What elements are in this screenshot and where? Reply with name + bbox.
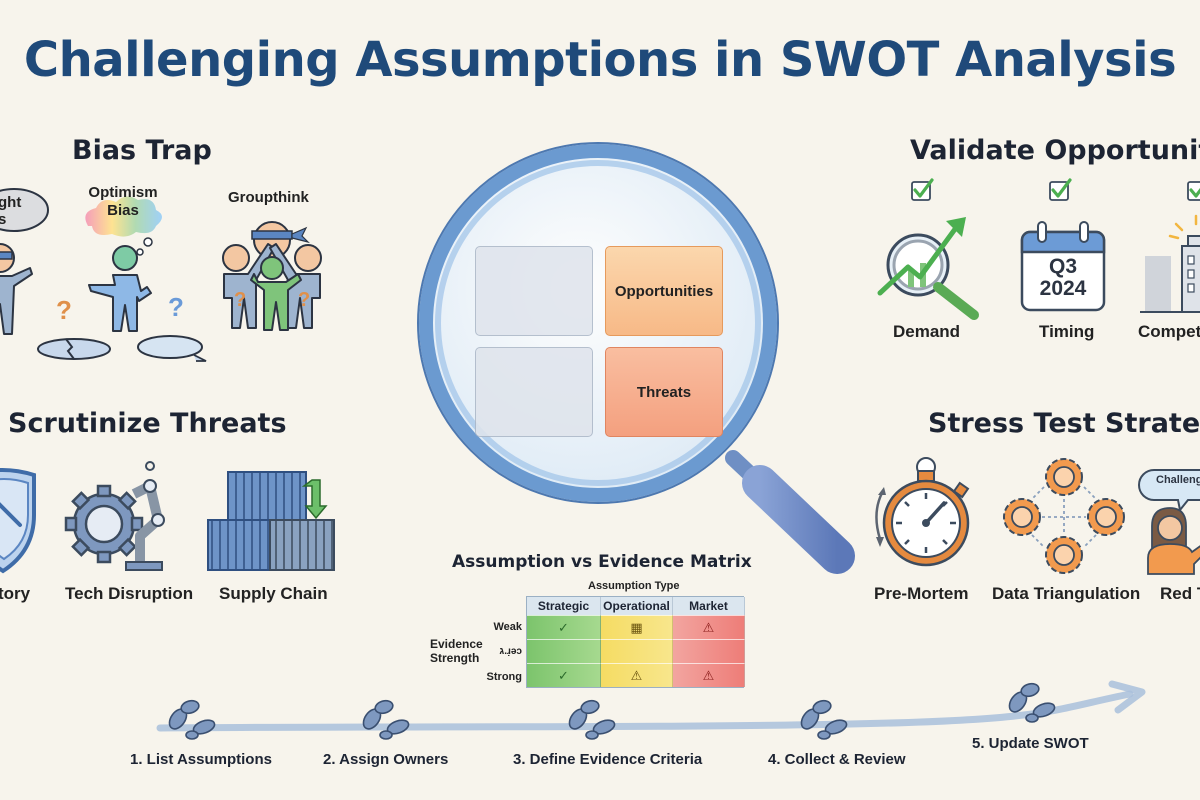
speech-bubble: Challeng [1138, 466, 1200, 515]
check-icon [910, 178, 934, 207]
gears-network-icon [1000, 455, 1130, 580]
hindsight-bias-bubble: ght s [0, 188, 49, 241]
hindsight-bias-label: ght s [0, 194, 22, 228]
step-2-label: 2. Assign Owners [323, 751, 449, 768]
calendar-quarter: Q3 [1048, 255, 1077, 278]
buildings-icon [1140, 214, 1200, 321]
question-mark-icon: ? [168, 292, 184, 322]
check-icon [1048, 178, 1072, 207]
step-5-label: 5. Update SWOT [972, 735, 1089, 752]
matrix-cell [527, 639, 601, 663]
calendar-icon: ▦ [601, 615, 673, 639]
gear-robot-arm-icon [64, 461, 188, 577]
matrix-cell [601, 639, 673, 663]
footprints-icon [359, 698, 422, 750]
bias-trap-title: Bias Trap [72, 135, 212, 166]
stopwatch-icon [872, 455, 972, 575]
step-1-label: 1. List Assumptions [130, 751, 272, 768]
calendar-icon: Q3 2024 [1020, 221, 1106, 317]
svg-text:?: ? [298, 289, 310, 311]
check-circle-icon: ✓ [527, 663, 601, 687]
pre-mortem-label: Pre-Mortem [874, 584, 969, 603]
matrix-title: Assumption vs Evidence Matrix [452, 552, 752, 572]
timing-label: Timing [1039, 322, 1095, 341]
matrix-row-label: Strong [486, 671, 522, 683]
broken-mirror-icon [36, 335, 112, 368]
matrix-col-header: Market [673, 597, 745, 615]
stress-test-title: Stress Test Strategy [928, 408, 1200, 439]
shield-gavel-icon [0, 465, 40, 580]
swot-quadrant-opportunities: Opportunities [605, 246, 723, 336]
assumption-evidence-matrix: Strategic Operational Market ✓ ▦ ⚠ ✓ ⚠ ⚠ [526, 596, 745, 688]
swot-quadrant-strengths [475, 246, 593, 336]
competition-label: Compet [1138, 322, 1200, 341]
person-speech-icon [1146, 507, 1200, 579]
scrutinize-threats-title: Scrutinize Threats [8, 408, 287, 439]
optimism-bias-label: Optimism Bias [88, 184, 158, 219]
matrix-cell [673, 639, 745, 663]
footprints-icon [165, 698, 228, 750]
check-icon [1186, 178, 1200, 207]
warning-icon: ⚠ [673, 663, 745, 687]
question-mark-icon: ? [56, 295, 72, 325]
warning-icon: ⚠ [673, 615, 745, 639]
footprints-icon [565, 698, 628, 750]
growth-magnifier-icon [877, 215, 988, 330]
step-4-label: 4. Collect & Review [768, 751, 906, 768]
swot-quadrant-weaknesses [475, 347, 593, 437]
validate-opportunities-title: Validate Opportuniti [910, 135, 1200, 166]
demand-label: Demand [893, 322, 961, 341]
red-team-label: Red T [1160, 584, 1200, 603]
person-with-rainbow-thought-icon [85, 245, 165, 345]
tech-disruption-label: Tech Disruption [65, 584, 194, 603]
matrix-row-label: Weak [493, 621, 522, 633]
swot-quadrant-threats: Threats [605, 347, 723, 437]
shipping-containers-icon [207, 470, 338, 579]
regulatory-label: tory [0, 584, 31, 603]
page-title: Challenging Assumptions in SWOT Analysis [23, 32, 1177, 88]
footprints-icon [1005, 681, 1068, 733]
matrix-col-header: Strategic [527, 597, 601, 615]
blindfolded-person-icon [0, 240, 42, 345]
warning-icon: ⚠ [601, 663, 673, 687]
progress-path-arrow [150, 680, 1150, 745]
step-3-label: 3. Define Evidence Criteria [513, 751, 703, 768]
matrix-column-axis: Assumption Type [588, 580, 680, 592]
footprints-icon [797, 698, 860, 750]
svg-text:?: ? [234, 289, 246, 311]
groupthink-label: Groupthink [228, 189, 309, 206]
check-circle-icon: ✓ [527, 615, 601, 639]
supply-chain-label: Supply Chain [219, 584, 328, 603]
matrix-row-label: ג.ɹ̣əɔ [499, 646, 522, 657]
mirror-icon [136, 333, 212, 370]
calendar-year: 2024 [1039, 277, 1087, 300]
matrix-row-axis: Evidence Strength [430, 637, 483, 665]
group-blindfold-icon: ? ? [210, 218, 334, 337]
matrix-col-header: Operational [601, 597, 673, 615]
data-triangulation-label: Data Triangulation [992, 584, 1141, 603]
red-team-bubble-text: Challeng [1156, 474, 1200, 486]
